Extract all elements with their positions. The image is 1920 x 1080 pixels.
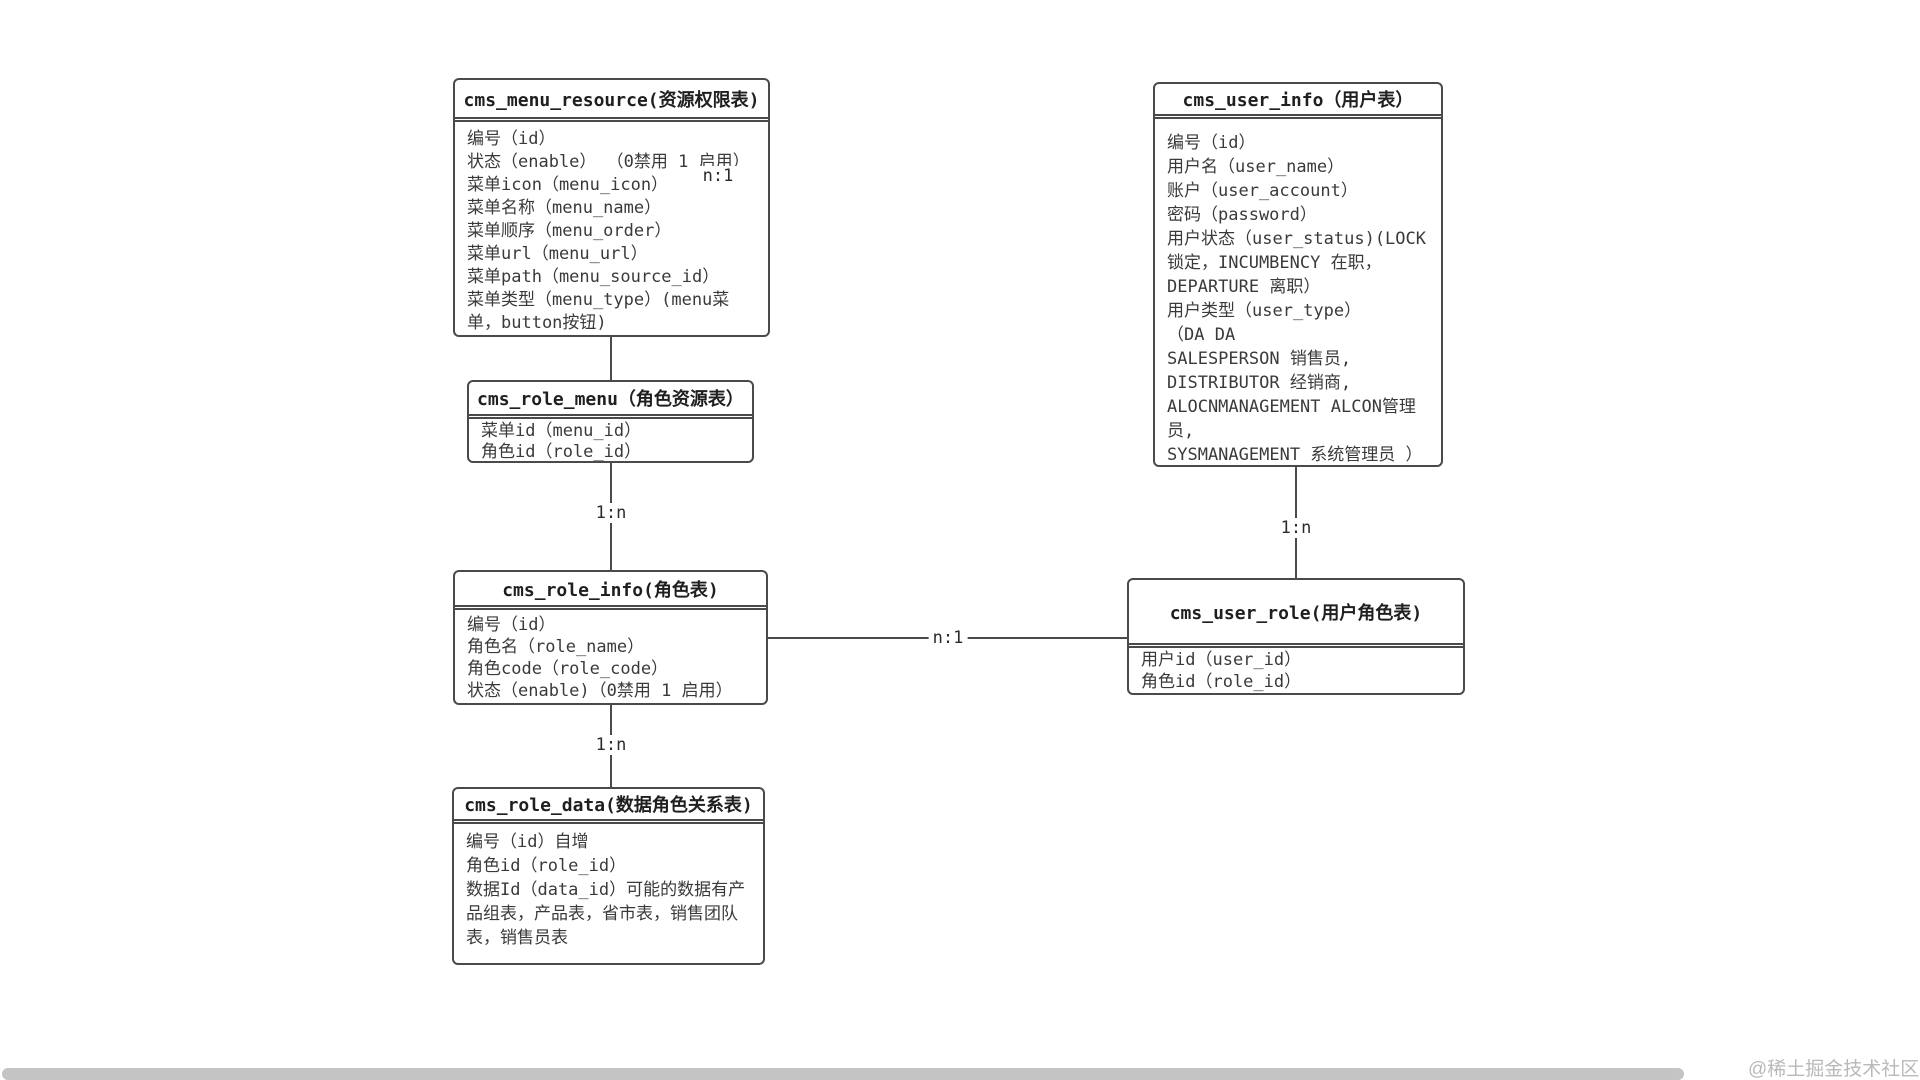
horizontal-scrollbar-thumb[interactable]: [2, 1068, 1684, 1080]
cardinality-label: n:1: [698, 166, 738, 186]
entity-field: DISTRIBUTOR 经销商,: [1167, 373, 1352, 393]
entity-field: 编号（id）: [1167, 133, 1256, 153]
entity-field-list: 菜单id（menu_id）角色id（role_id）: [469, 419, 752, 462]
entity-title: cms_menu_resource(资源权限表): [455, 80, 768, 122]
entity-field: 用户状态（user_status)(LOCK 锁定，INCUMBENCY 在职，…: [1167, 229, 1426, 297]
entity-field: SALESPERSON 销售员,: [1167, 349, 1352, 369]
cardinality-label: 1:n: [591, 503, 631, 523]
entity-field-list: 编号（id） 状态（enable） （0禁用 1 启用） 菜单icon（menu_i…: [455, 122, 768, 335]
entity-cms-role-menu: cms_role_menu（角色资源表） 菜单id（menu_id）角色id（r…: [467, 380, 754, 463]
entity-field: 菜单类型（menu_type）(menu菜单，button按钮): [467, 290, 730, 333]
cardinality-label: 1:n: [1276, 518, 1316, 538]
entity-field: （DA DA: [1167, 325, 1236, 345]
entity-field: 编号（id）: [467, 129, 556, 149]
entity-field: 角色code（role_code）: [467, 659, 669, 679]
entity-field: 角色id（role_id）: [466, 856, 627, 876]
entity-field: 菜单名称（menu_name）: [467, 198, 662, 218]
connector-menu-resource-to-role-menu: [610, 337, 612, 380]
entity-field: 编号（id）自增: [466, 832, 589, 852]
entity-field: 用户id（user_id）: [1141, 650, 1302, 670]
entity-cms-role-info: cms_role_info(角色表) 编号（id）角色名（role_name）角…: [453, 570, 768, 705]
entity-field-list: 编号（id）自增角色id（role_id） 数据Id（data_id）可能的数据有…: [454, 824, 763, 950]
entity-field: 密码（password）: [1167, 205, 1317, 225]
entity-field: 菜单顺序（menu_order）: [467, 221, 672, 241]
entity-title: cms_user_info（用户表）: [1155, 84, 1441, 119]
entity-field: 角色id（role_id）: [1141, 672, 1302, 692]
entity-cms-user-role: cms_user_role(用户角色表) 用户id（user_id）角色id（r…: [1127, 578, 1465, 695]
entity-field-list: 用户id（user_id）角色id（role_id）: [1129, 648, 1463, 693]
entity-field: 用户名（user_name）: [1167, 157, 1345, 177]
entity-field: 角色id（role_id）: [481, 442, 642, 462]
entity-title: cms_user_role(用户角色表): [1129, 580, 1463, 648]
entity-field: 菜单icon（menu_icon）: [467, 175, 669, 195]
entity-cms-role-data: cms_role_data(数据角色关系表) 编号（id）自增角色id（role…: [452, 787, 765, 965]
entity-field: 状态（enable)（0禁用 1 启用）: [467, 681, 733, 701]
entity-field: 用户类型（user_type）: [1167, 301, 1362, 321]
entity-field-list: 编号（id）角色名（role_name）角色code（role_code）状态（…: [455, 610, 766, 702]
entity-field: 状态（enable） （0禁用 1 启用）: [467, 152, 750, 172]
entity-field: 账户（user_account）: [1167, 181, 1358, 201]
entity-field: ALOCNMANAGEMENT ALCON管理员,: [1167, 397, 1416, 441]
entity-title: cms_role_menu（角色资源表）: [469, 382, 752, 419]
entity-field: 角色名（role_name）: [467, 637, 645, 657]
entity-field: 编号（id）: [467, 615, 556, 635]
entity-field: 数据Id（data_id）可能的数据有产品组表，产品表，省市表，销售团队表，销售…: [466, 880, 746, 948]
entity-cms-user-info: cms_user_info（用户表） 编号（id） 用户名（user_name） 账…: [1153, 82, 1443, 467]
entity-field: SYSMANAGEMENT 系统管理员 ）: [1167, 445, 1423, 465]
cardinality-label: 1:n: [591, 735, 631, 755]
entity-field: 菜单path（menu_source_id）: [467, 267, 720, 287]
entity-field: 菜单id（menu_id）: [481, 421, 642, 441]
watermark: @稀土掘金技术社区: [1748, 1059, 1920, 1080]
entity-title: cms_role_info(角色表): [455, 572, 766, 610]
cardinality-label: n:1: [928, 628, 968, 648]
entity-field-list: 编号（id） 用户名（user_name） 账户（user_account） 密码（p…: [1155, 119, 1441, 465]
entity-field: 菜单url（menu_url）: [467, 244, 648, 264]
entity-title: cms_role_data(数据角色关系表): [454, 789, 763, 824]
entity-cms-menu-resource: cms_menu_resource(资源权限表) 编号（id） 状态（enable…: [453, 78, 770, 337]
